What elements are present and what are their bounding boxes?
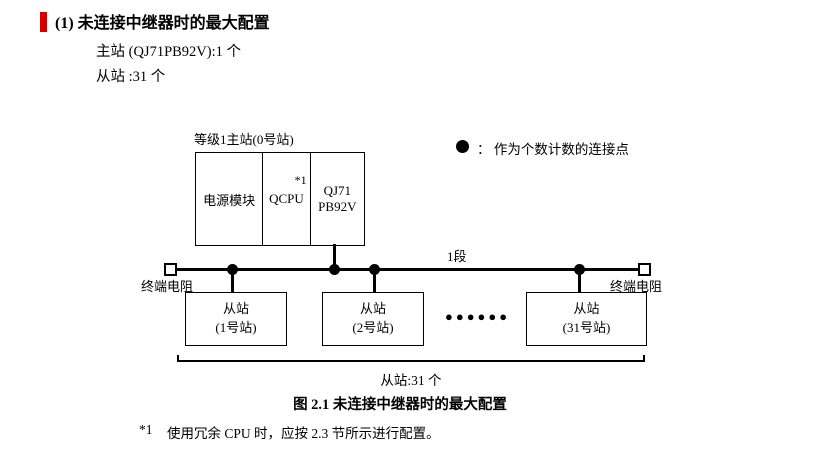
- qj71pb92v-cell: QJ71 PB92V: [318, 183, 357, 214]
- section-accent-bar: [40, 12, 47, 32]
- legend-text: ： 作为个数计数的连接点: [477, 142, 629, 157]
- power-module-cell: 电源模块: [196, 153, 264, 245]
- master-count-line: 主站 (QJ71PB92V):1 个: [96, 44, 242, 60]
- connection-dot: [369, 264, 380, 275]
- qcpu-cell: *1 QCPU: [263, 153, 311, 245]
- footnote-marker: *1: [139, 422, 153, 437]
- terminating-resistor-label-right: 终端电阻: [610, 279, 663, 294]
- bracket-tick-left: [177, 355, 179, 362]
- slave-range-bracket: [177, 360, 645, 362]
- slave2-drop-line: [373, 270, 376, 293]
- footnote-text: 使用冗余 CPU 时，应按 2.3 节所示进行配置。: [167, 426, 440, 441]
- segment-label: 1段: [447, 249, 467, 264]
- connection-dot: [227, 264, 238, 275]
- footnote-ref: *1: [294, 173, 307, 187]
- connection-point-icon: [456, 140, 469, 153]
- master-station-box: 电源模块 *1 QCPU QJ71 PB92V: [195, 152, 365, 246]
- figure-caption: 图 2.1 未连接中继器时的最大配置: [293, 397, 507, 413]
- bus-line: [176, 268, 645, 271]
- slave-station-31-box: 从站 (31号站): [526, 292, 647, 346]
- master-drop-line: [333, 244, 336, 269]
- slave1-drop-line: [231, 270, 234, 293]
- bracket-tick-right: [643, 355, 645, 362]
- master-station-label: 等级1主站(0号站): [194, 132, 294, 147]
- slave-count-line: 从站 :31 个: [96, 69, 166, 85]
- ellipsis-dots: ●●●●●●: [445, 309, 511, 324]
- slave-station-1-box: 从站 (1号站): [185, 292, 287, 346]
- slave-total-label: 从站:31 个: [380, 373, 442, 388]
- connection-dot: [329, 264, 340, 275]
- slave-station-2-box: 从站 (2号站): [322, 292, 424, 346]
- connection-dot: [574, 264, 585, 275]
- terminating-resistor-label-left: 终端电阻: [141, 279, 194, 294]
- terminating-resistor-icon-left: [164, 263, 177, 276]
- section-heading: (1) 未连接中继器时的最大配置: [55, 15, 270, 32]
- qcpu-cell-label: QCPU: [269, 191, 304, 206]
- terminating-resistor-icon-right: [638, 263, 651, 276]
- slave31-drop-line: [578, 270, 581, 293]
